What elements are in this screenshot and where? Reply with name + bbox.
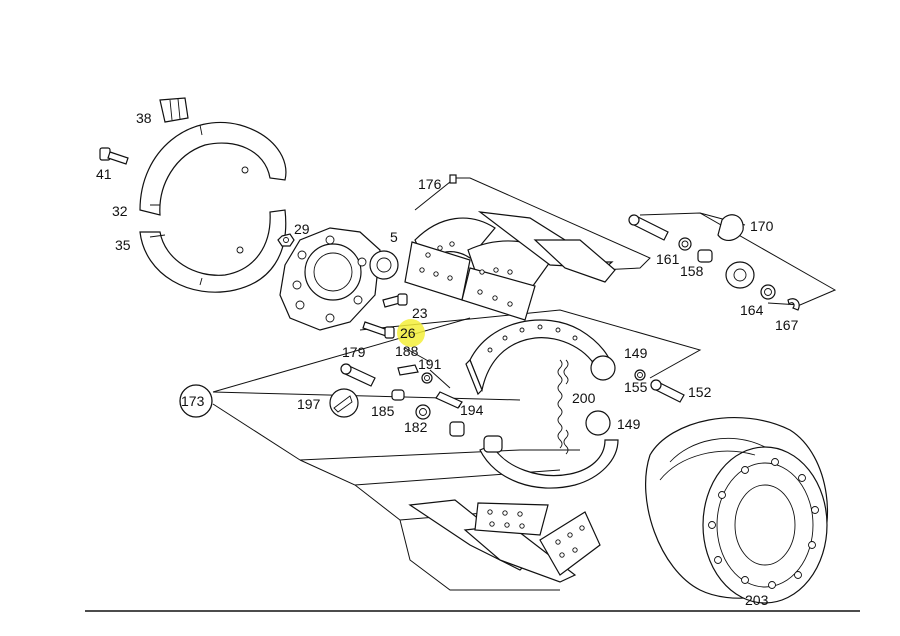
label-167: 167 <box>775 317 799 333</box>
label-149-lower: 149 <box>617 416 641 432</box>
part-41-bolt <box>99 147 129 165</box>
label-155: 155 <box>624 379 648 395</box>
part-5-anchor-plate <box>279 227 399 331</box>
label-173: 173 <box>181 393 205 409</box>
upper-brake-linings <box>404 211 616 321</box>
part-173-small-parts <box>329 363 465 437</box>
label-5: 5 <box>390 229 398 245</box>
label-200: 200 <box>572 390 596 406</box>
lower-brake-linings <box>408 499 601 583</box>
label-35: 35 <box>115 237 131 253</box>
part-155-washer <box>634 369 646 381</box>
label-161: 161 <box>656 251 680 267</box>
part-number-labels: 38 41 32 35 29 5 23 26 176 170 161 158 1… <box>96 110 799 608</box>
label-23: 23 <box>412 305 428 321</box>
label-158: 158 <box>680 263 704 279</box>
brake-shoe-upper <box>465 319 613 396</box>
label-185: 185 <box>371 403 395 419</box>
label-38: 38 <box>136 110 152 126</box>
label-179: 179 <box>342 344 366 360</box>
label-41: 41 <box>96 166 112 182</box>
part-203-brake-drum <box>645 417 828 604</box>
label-149-upper: 149 <box>624 345 648 361</box>
part-200-spring <box>557 359 569 455</box>
label-32: 32 <box>112 203 128 219</box>
leader-lines <box>85 177 860 612</box>
brake-shoe-lower <box>479 355 619 489</box>
label-188: 188 <box>395 343 419 359</box>
part-152-pin <box>650 379 685 403</box>
part-38-clip <box>159 97 189 123</box>
part-26-bolt <box>362 321 395 339</box>
part-176-rivet <box>449 174 457 184</box>
part-23-bolt <box>382 293 408 308</box>
label-164: 164 <box>740 302 764 318</box>
label-176: 176 <box>418 176 442 192</box>
part-29-nut <box>277 233 295 247</box>
label-170: 170 <box>750 218 774 234</box>
label-194: 194 <box>460 402 484 418</box>
label-26: 26 <box>400 325 416 341</box>
label-152: 152 <box>688 384 712 400</box>
label-182: 182 <box>404 419 428 435</box>
label-197: 197 <box>297 396 321 412</box>
label-173-circle <box>179 384 213 418</box>
label-191: 191 <box>418 356 442 372</box>
label-26-highlight <box>397 319 425 347</box>
lining-holes <box>419 241 513 307</box>
part-32-35-dust-shield <box>139 121 287 293</box>
label-29: 29 <box>294 221 310 237</box>
label-203: 203 <box>745 592 769 608</box>
part-170-group <box>628 214 800 311</box>
